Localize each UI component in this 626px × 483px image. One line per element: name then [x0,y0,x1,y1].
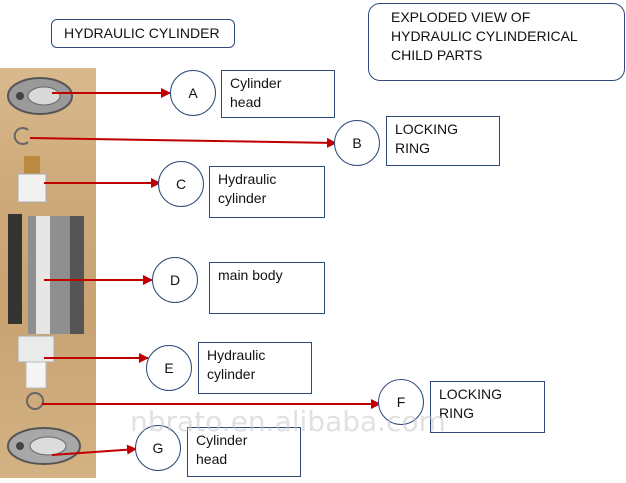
title-box: HYDRAULIC CYLINDER [51,19,235,48]
part-b-marker: B [334,120,380,166]
diagram-subtitle: EXPLODED VIEW OF HYDRAULIC CYLINDERICAL … [391,9,578,63]
part-a-marker: A [170,70,216,116]
part-b-letter: B [352,135,362,151]
arrow-g [51,444,137,456]
watermark: nbrato.en.alibaba.com [130,405,446,438]
locking-ring-bottom-image [26,392,44,410]
subtitle-box: EXPLODED VIEW OF HYDRAULIC CYLINDERICAL … [368,3,625,81]
part-e-label: Hydraulic cylinder [198,342,312,394]
part-f-label: LOCKING RING [430,381,545,433]
parts-photo [0,68,96,478]
cylinder-head-top-image [7,77,73,115]
part-g-label: Cylinder head [187,427,301,477]
part-b-label: LOCKING RING [386,116,500,166]
part-a-letter: A [188,85,198,101]
parts-photo-drawing [7,77,84,465]
part-d-letter: D [169,272,181,288]
part-d-label: main body [209,262,325,314]
part-g-letter: G [152,440,164,456]
part-d-marker: D [152,257,198,303]
part-c-marker: C [158,161,204,207]
part-e-marker: E [146,345,192,391]
locking-ring-top-image [13,127,29,145]
part-f-marker: F [378,379,424,425]
arrow-b [29,137,337,148]
main-body-image [8,214,84,334]
part-f-letter: F [396,394,406,410]
part-c-letter: C [175,176,187,192]
diagram-title: HYDRAULIC CYLINDER [64,25,220,41]
part-e-letter: E [164,360,174,376]
part-g-marker: G [135,425,181,471]
part-a-label: Cylinder head [221,70,335,118]
hydraulic-cylinder-top-image [17,156,47,203]
part-c-label: Hydraulic cylinder [209,166,325,218]
